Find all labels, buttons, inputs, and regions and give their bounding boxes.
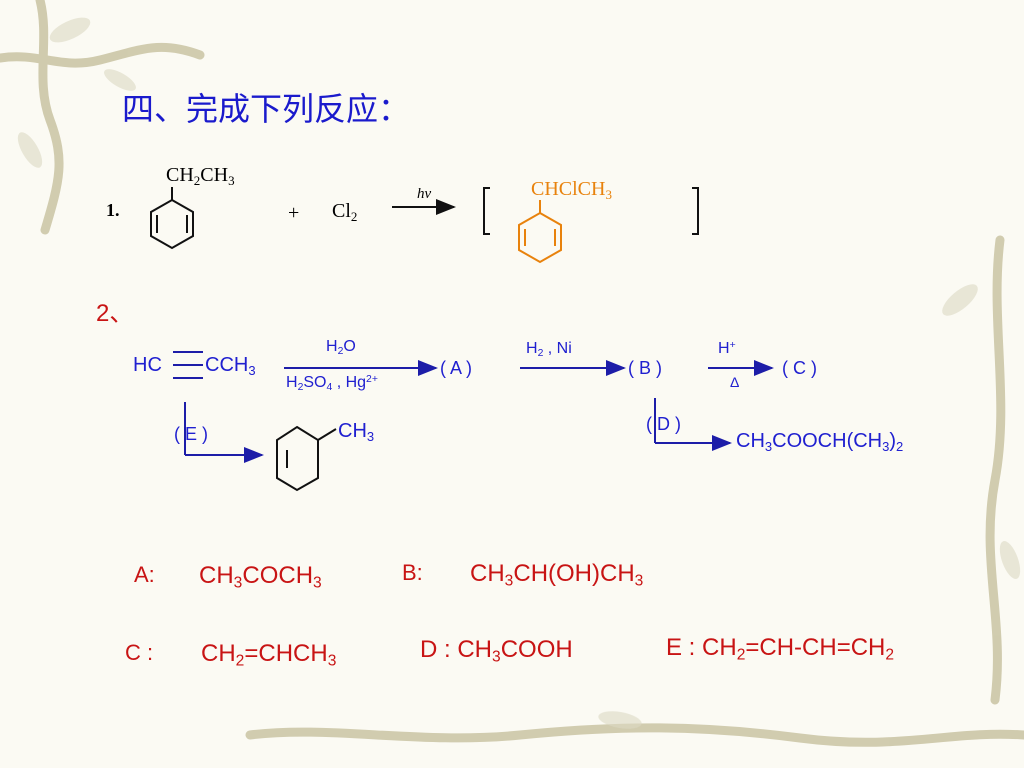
label-a: ( A ) xyxy=(440,358,473,378)
methylcyclohexene-ring xyxy=(276,425,337,492)
label-d: ( D ) xyxy=(646,414,681,434)
chlorine-reagent: Cl2 xyxy=(332,200,358,224)
label-b: ( B ) xyxy=(628,358,662,378)
slide-title: 四、完成下列反应： xyxy=(122,90,411,128)
answer-b-value: CH3CH(OH)CH3 xyxy=(470,560,644,590)
alkyne-start: HC xyxy=(133,354,162,376)
answer-c-label: C : xyxy=(125,640,154,665)
answer-e: E : CH2=CH-CH=CH2 xyxy=(666,634,895,664)
label-c: ( C ) xyxy=(782,358,817,378)
reagent-acid-mercury: H2SO4 , Hg2+ xyxy=(286,373,378,394)
plus-sign: + xyxy=(288,202,300,224)
label-e: ( E ) xyxy=(174,424,208,444)
reagent-acid: H+ xyxy=(718,339,736,357)
reagent-water: H2O xyxy=(326,338,356,358)
product-bracket-left xyxy=(483,187,490,235)
alkyne-tail: CCH3 xyxy=(205,354,256,378)
benzene-ring-product xyxy=(518,200,562,264)
item-1-number: 1. xyxy=(106,200,120,220)
heat-symbol: Δ xyxy=(730,374,740,390)
benzene-ring-reactant xyxy=(150,187,194,250)
ester-product: CH3COOCH(CH3)2 xyxy=(736,430,904,454)
item-2-number: 2、 xyxy=(96,300,134,327)
hv-condition: hν xyxy=(417,186,432,202)
product-bracket-right xyxy=(692,187,699,235)
answer-d: D : CH3COOH xyxy=(420,636,573,666)
answer-c-value: CH2=CHCH3 xyxy=(201,640,337,670)
ring-methyl: CH3 xyxy=(338,420,375,444)
answer-b-label: B: xyxy=(402,560,423,585)
reagent-hydrogen-nickel: H2 , Ni xyxy=(526,340,572,360)
product-substituent: CHClCH3 xyxy=(531,178,612,202)
ethyl-group-label: CH2CH3 xyxy=(166,164,235,188)
answer-a-label: A: xyxy=(134,562,155,587)
answer-a-value: CH3COCH3 xyxy=(199,562,322,592)
